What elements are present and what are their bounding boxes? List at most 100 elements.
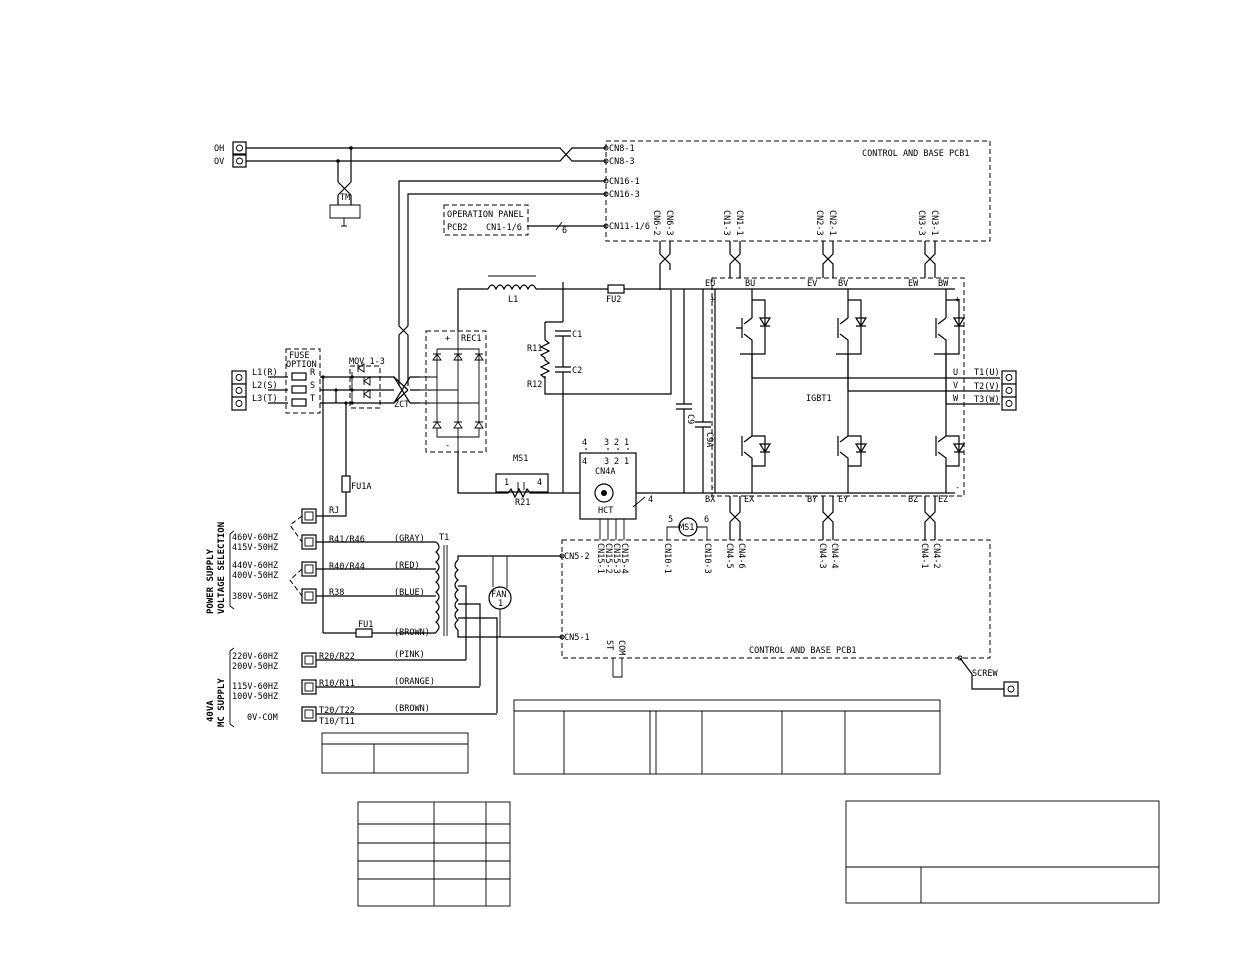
svg-text:FUSE: FUSE — [289, 351, 309, 361]
svg-text:BV: BV — [838, 279, 848, 289]
pcb1-bottom-label: CONTROL AND BASE PCB1 — [749, 646, 856, 656]
pcb1-bottom-outline — [561, 539, 991, 659]
svg-text:R41/R46: R41/R46 — [329, 535, 365, 545]
svg-text:EU: EU — [705, 279, 715, 289]
cn3-1-label: CN3-1 — [929, 210, 939, 236]
cn16-1-label: CN16-1 — [609, 177, 640, 187]
cn8-3-label: CN8-3 — [609, 157, 635, 167]
input-l1: L1(R) — [252, 368, 278, 378]
svg-text:115V-60HZ: 115V-60HZ — [232, 682, 278, 692]
svg-text:-: - — [710, 483, 715, 493]
svg-text:(RED): (RED) — [394, 561, 420, 571]
terminal-oh-label: OH — [214, 144, 224, 154]
fuse-fu1a-label: FU1A — [351, 482, 371, 492]
svg-text:-: - — [955, 483, 960, 493]
empty-table-grids — [321, 699, 1160, 907]
operation-panel-title: OPERATION PANEL — [447, 210, 524, 220]
svg-text:1: 1 — [498, 599, 503, 609]
operation-panel-cn: CN1-1/6 — [486, 223, 522, 233]
svg-text:R40/R44: R40/R44 — [329, 562, 365, 572]
svg-text:EV: EV — [807, 279, 817, 289]
svg-text:~: ~ — [426, 399, 431, 409]
output-t2: T2(V) — [974, 382, 1000, 392]
svg-text:1: 1 — [504, 478, 509, 488]
hct-label: HCT — [598, 506, 613, 516]
svg-text:~: ~ — [426, 386, 431, 396]
svg-text:4: 4 — [582, 457, 587, 467]
svg-text:T: T — [310, 394, 315, 404]
output-terminals — [1001, 370, 1017, 411]
svg-text:220V-60HZ: 220V-60HZ — [232, 652, 278, 662]
svg-text:CN15-1: CN15-1 — [595, 543, 605, 574]
tm-symbol — [329, 204, 361, 219]
svg-text:4: 4 — [537, 478, 542, 488]
fuse-fu2-label: FU2 — [606, 295, 621, 305]
cn1-1-label: CN1-1 — [734, 210, 744, 236]
inductor-l1 — [487, 284, 537, 291]
pcb1-top-outline — [605, 140, 991, 242]
res-r11-label: R11 — [527, 344, 542, 354]
svg-text:(PINK): (PINK) — [394, 650, 425, 660]
svg-text:BZ: BZ — [908, 495, 918, 505]
svg-text:T10/T11: T10/T11 — [319, 717, 355, 727]
transformer-primary — [435, 541, 440, 633]
svg-text:(ORANGE): (ORANGE) — [394, 677, 435, 687]
svg-text:S: S — [310, 381, 315, 391]
svg-text:5: 5 — [668, 515, 673, 525]
svg-text:CN4-3: CN4-3 — [817, 543, 827, 569]
ms1-label: MS1 — [513, 454, 528, 464]
transformer-secondary — [454, 559, 459, 631]
fuse-fu1 — [355, 628, 373, 638]
output-t1: T1(U) — [974, 368, 1000, 378]
operation-panel-count: 6 — [562, 226, 567, 236]
svg-text:MS1: MS1 — [679, 523, 694, 533]
fuse-option-box — [285, 348, 321, 414]
igbt-label: IGBT1 — [806, 394, 832, 404]
svg-text:-: - — [445, 441, 450, 451]
svg-text:EX: EX — [744, 495, 755, 505]
svg-text:T20/T22: T20/T22 — [319, 706, 355, 716]
cn3-3-label: CN3-3 — [916, 210, 926, 236]
rec1-label: REC1 — [461, 334, 481, 344]
voltage-selection-label: VOLTAGE SELECTION — [217, 522, 227, 614]
inductor-l1-label: L1 — [508, 295, 518, 305]
svg-text:CN5-2: CN5-2 — [564, 552, 590, 562]
svg-text:V: V — [953, 381, 958, 391]
svg-text:CN15-3: CN15-3 — [611, 543, 621, 574]
svg-text:440V-60HZ: 440V-60HZ — [232, 561, 278, 571]
svg-text:4: 4 — [648, 495, 653, 505]
hct-cn-label: CN4A — [595, 467, 615, 477]
hct-sensor — [579, 452, 637, 520]
svg-text:+: + — [445, 334, 450, 344]
terminal-oh — [232, 141, 247, 155]
svg-text:BU: BU — [745, 279, 755, 289]
svg-text:W: W — [953, 394, 959, 404]
svg-text:(BLUE): (BLUE) — [394, 588, 425, 598]
pcb1-top-label: CONTROL AND BASE PCB1 — [862, 149, 969, 159]
res-r21-label: R21 — [515, 498, 530, 508]
svg-text:0V-COM: 0V-COM — [247, 713, 278, 723]
svg-text:EW: EW — [908, 279, 919, 289]
svg-text:CN4-5: CN4-5 — [724, 543, 734, 569]
cap-c9 — [676, 289, 692, 493]
fuse-fu1a — [341, 475, 351, 493]
operation-panel-box — [443, 204, 529, 236]
fuse-fu2 — [607, 284, 625, 294]
svg-text:1: 1 — [624, 457, 629, 467]
svg-text:2: 2 — [614, 438, 619, 448]
svg-text:CN15-2: CN15-2 — [603, 543, 613, 574]
svg-text:CN4-2: CN4-2 — [931, 543, 941, 569]
resistors-r11-r12 — [539, 339, 551, 379]
cn2-3-label: CN2-3 — [814, 210, 824, 236]
svg-text:CN10-3: CN10-3 — [702, 543, 712, 574]
svg-text:(BROWN): (BROWN) — [394, 704, 430, 714]
svg-text:R: R — [310, 368, 316, 378]
svg-text:200V-50HZ: 200V-50HZ — [232, 662, 278, 672]
cap-c9a — [695, 289, 711, 493]
mc-supply-terminals — [301, 652, 317, 722]
mov-box — [349, 365, 381, 409]
svg-text:U: U — [953, 368, 958, 378]
svg-text:3: 3 — [604, 438, 609, 448]
terminal-ov — [232, 154, 247, 168]
